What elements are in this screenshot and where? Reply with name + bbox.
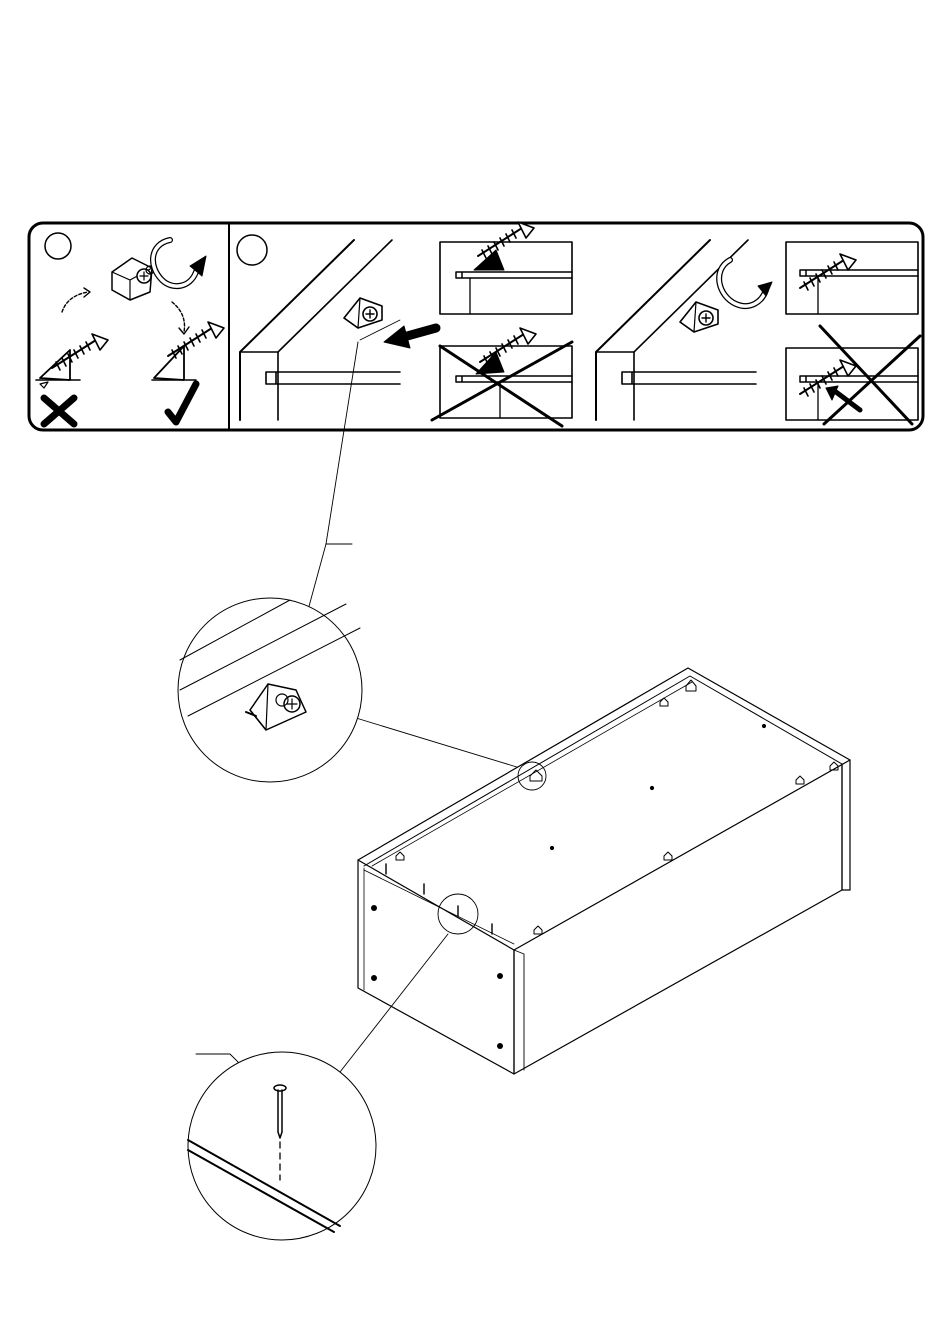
check-icon — [168, 384, 196, 422]
correct-orientation-figure — [152, 322, 224, 380]
step-1-number-circle — [45, 233, 71, 259]
wrong-detail-box — [786, 326, 920, 424]
correct-detail-box — [440, 222, 572, 314]
curved-arrow-icon — [172, 302, 185, 332]
wrong-orientation-figure — [36, 334, 108, 388]
curved-arrow-icon — [62, 292, 88, 312]
cabinet-box — [358, 668, 850, 1074]
cabinet-corner-figure — [596, 240, 756, 420]
cabinet-corner-figure — [240, 240, 400, 420]
cross-icon — [820, 326, 920, 424]
bracket-detail-callout — [178, 598, 362, 782]
push-arrow-icon — [384, 326, 436, 348]
step-1-panel — [36, 233, 224, 424]
nail-detail-callout — [188, 1052, 376, 1240]
cross-icon — [44, 398, 74, 424]
rotate-arrow-icon — [153, 240, 206, 286]
cam-fitting-icon — [112, 258, 154, 300]
step-2-number-circle — [237, 235, 267, 265]
correct-detail-box — [786, 242, 918, 314]
step-3-panel — [596, 240, 920, 424]
rotate-arrow-icon — [719, 260, 772, 306]
step-2-panel — [237, 222, 572, 426]
cross-icon — [432, 342, 572, 426]
instruction-strip — [29, 222, 923, 430]
instruction-strip-frame — [29, 223, 923, 430]
wrong-detail-box — [432, 328, 572, 426]
